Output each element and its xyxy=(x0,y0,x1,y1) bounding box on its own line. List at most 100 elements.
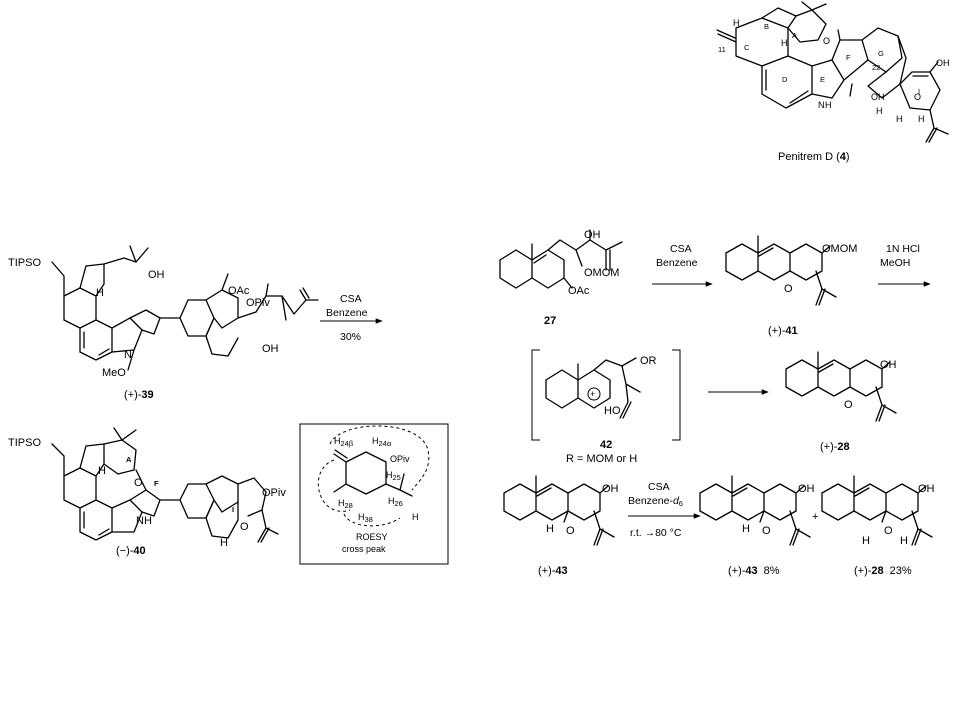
c40-h: H xyxy=(98,465,106,477)
c40-tipso: TIPSO xyxy=(8,437,41,449)
penitrem-atom-n: N xyxy=(818,100,825,110)
c43-o: O xyxy=(566,525,575,537)
penitrem-atom-nh: H xyxy=(825,100,832,110)
c43-caption: (+)-43 xyxy=(538,565,568,577)
penitrem-ring-a: A xyxy=(792,31,797,40)
bracket-left xyxy=(531,349,540,441)
reagent-39-yield: 30% xyxy=(340,331,361,343)
c41-caption: (+)-41 xyxy=(768,325,798,337)
penitrem-caption: Penitrem D (4) xyxy=(778,151,850,163)
penitrem-ring-g: G xyxy=(878,49,884,58)
penitrem-atom-h1: H xyxy=(733,18,740,28)
penitrem-atom-h3: H xyxy=(876,106,883,116)
reagent2-line1: 1N HCl xyxy=(886,243,920,255)
c40-ring-i: I xyxy=(232,505,234,514)
c27-oh: OH xyxy=(584,229,601,241)
c28-caption: (+)-28 xyxy=(820,441,850,453)
penitrem-ring-d: D xyxy=(782,75,788,84)
c27-oac: OAc xyxy=(568,285,590,297)
c28-o: O xyxy=(844,399,853,411)
c42-or: OR xyxy=(640,355,657,367)
compound-39-structure xyxy=(51,245,319,371)
compound-43-structure xyxy=(503,475,615,546)
c39-oh: OH xyxy=(148,269,165,281)
penitrem-atom-o1: O xyxy=(823,36,830,46)
c27-caption: 27 xyxy=(544,315,556,327)
penitrem-ring-e: E xyxy=(820,75,825,84)
product-28-structure xyxy=(821,475,933,546)
c40-nh: H xyxy=(144,515,152,527)
penitrem-atom-h4: H xyxy=(896,114,903,124)
c39-h: H xyxy=(96,287,104,299)
c40-ring-a: A xyxy=(126,455,132,464)
prod28-o: O xyxy=(884,525,893,537)
roesy-title2: cross peak xyxy=(342,544,386,554)
reagent-39-line2: Benzene xyxy=(326,307,368,319)
c39-tipso: TIPSO xyxy=(8,257,41,269)
penitrem-ring-c: C xyxy=(744,43,750,52)
reagent3-line2: Benzene-d6 xyxy=(628,495,683,508)
roesy-title1: ROESY xyxy=(356,532,388,542)
roesy-h24b: H24β xyxy=(334,436,354,448)
c43-h: H xyxy=(546,523,554,535)
c40-ring-f: F xyxy=(154,479,159,488)
reagent-39-line1: CSA xyxy=(340,293,362,305)
prod43-o: O xyxy=(762,525,771,537)
c42-caption: 42 xyxy=(600,439,612,451)
c41-omom: OMOM xyxy=(822,243,857,255)
c40-h2: H xyxy=(220,537,228,549)
penitrem-ring-i: I xyxy=(918,87,920,96)
c43-oh: OH xyxy=(602,483,619,495)
penitrem-atom-o2: O xyxy=(914,92,921,102)
bracket-right xyxy=(672,349,681,441)
roesy-h28: H28 xyxy=(338,498,353,510)
penitrem-atom-oh2: OH xyxy=(936,58,950,68)
prod43-h: H xyxy=(742,523,750,535)
compound-41-structure xyxy=(725,235,837,306)
c40-o2: O xyxy=(240,521,249,533)
penitrem-locant-11: 11 xyxy=(718,45,726,54)
c39-meo: MeO xyxy=(102,367,126,379)
reagent1-line1: CSA xyxy=(670,243,692,255)
c40-o: O xyxy=(134,477,143,489)
c42-r-definition: R = MOM or H xyxy=(566,453,637,465)
prod28-h2: H xyxy=(900,535,908,547)
penitrem-ring-f: F xyxy=(846,53,851,62)
cation-circle xyxy=(587,387,601,401)
prod43-oh: OH xyxy=(798,483,815,495)
compound-40-structure xyxy=(51,427,279,543)
roesy-structure xyxy=(317,425,430,527)
roesy-h26: H26 xyxy=(388,496,403,508)
reagent2-line2: MeOH xyxy=(880,257,910,269)
roesy-box xyxy=(299,423,449,565)
compound-27-structure xyxy=(499,229,623,289)
roesy-opiv: OPiv xyxy=(390,454,410,464)
roesy-h24a: H24α xyxy=(372,436,392,448)
c42-ho: HO xyxy=(604,405,621,417)
reagent1-line2: Benzene xyxy=(656,257,698,269)
c39-n: N xyxy=(124,349,132,361)
penitrem-locant-22: 22 xyxy=(872,63,880,72)
roesy-h25: H25 xyxy=(386,470,401,482)
c39-caption: (+)-39 xyxy=(124,389,154,401)
c27-omom: OMOM xyxy=(584,267,619,279)
c28-oh: OH xyxy=(880,359,897,371)
penitrem-ring-b: B xyxy=(764,22,769,31)
plus-sign: + xyxy=(812,511,818,523)
penitrem-atom-oh1: OH xyxy=(871,92,885,102)
c39-opiv: OPiv xyxy=(246,297,270,309)
compound-42-structure xyxy=(545,357,641,419)
penitrem-d-structure xyxy=(716,1,949,143)
compound-28-structure xyxy=(785,351,897,422)
prod28-oh: OH xyxy=(918,483,935,495)
roesy-h: H xyxy=(412,512,419,522)
reagent3-temp: r.t. →80 °C xyxy=(630,527,682,539)
reagent3-line1: CSA xyxy=(648,481,670,493)
c41-o: O xyxy=(784,283,793,295)
c40-caption: (−)-40 xyxy=(116,545,146,557)
c39-oh2: OH xyxy=(262,343,279,355)
c40-opiv: OPiv xyxy=(262,487,286,499)
